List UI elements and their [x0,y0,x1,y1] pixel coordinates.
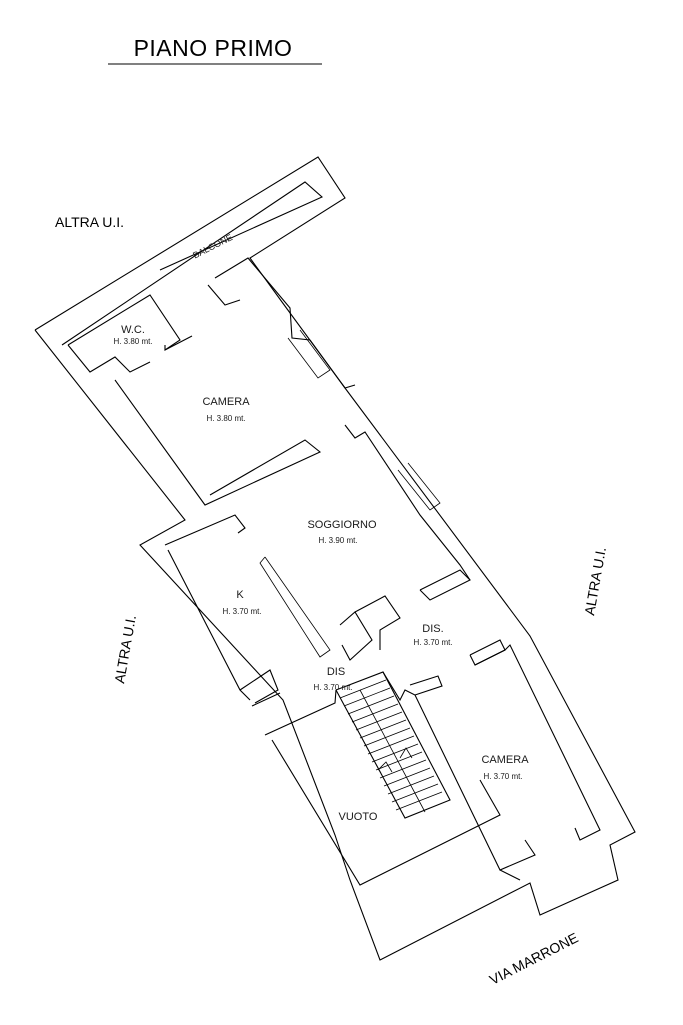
stair-treads [339,679,443,813]
label-camera-bottom: CAMERA [481,754,529,766]
outer-walls [34,156,636,961]
label-vuoto: VUOTO [339,811,378,823]
label-wc: W.C. [121,324,145,336]
height-camera-top: H. 3.80 mt. [206,414,245,423]
height-wc: H. 3.80 mt. [113,337,152,346]
interior-walls [67,257,601,886]
label-dis-right: DIS. [422,623,443,635]
height-camera-bottom: H. 3.70 mt. [483,772,522,781]
height-dis-right: H. 3.70 mt. [413,638,452,647]
height-soggiorno: H. 3.90 mt. [318,536,357,545]
label-camera-top: CAMERA [202,396,250,408]
label-street: VIA MARRONE [487,929,581,987]
label-dis-center: DIS [327,666,345,678]
plan-title: PIANO PRIMO [134,35,293,61]
label-altra-left: ALTRA U.I. [111,614,139,685]
height-k: H. 3.70 mt. [222,607,261,616]
label-altra-top-left: ALTRA U.I. [55,214,124,230]
label-altra-right: ALTRA U.I. [581,546,609,617]
label-balcone: BALCONE [191,232,234,260]
label-k: K [236,589,244,601]
height-dis-center: H. 3.70 mt. [313,683,352,692]
label-soggiorno: SOGGIORNO [307,519,377,531]
